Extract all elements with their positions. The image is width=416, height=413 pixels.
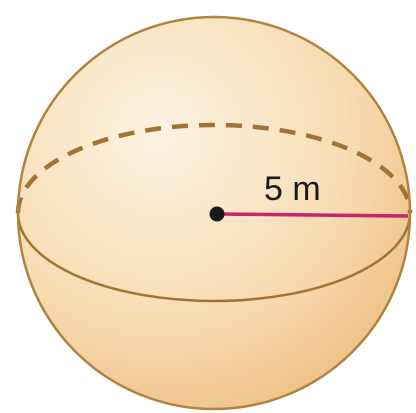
radius-line <box>216 212 409 218</box>
equator-front-solid <box>16 212 412 303</box>
center-point <box>209 206 225 222</box>
radius-label: 5 m <box>264 170 321 208</box>
equator-back-dashed <box>15 122 413 214</box>
sphere-outline <box>16 15 412 411</box>
